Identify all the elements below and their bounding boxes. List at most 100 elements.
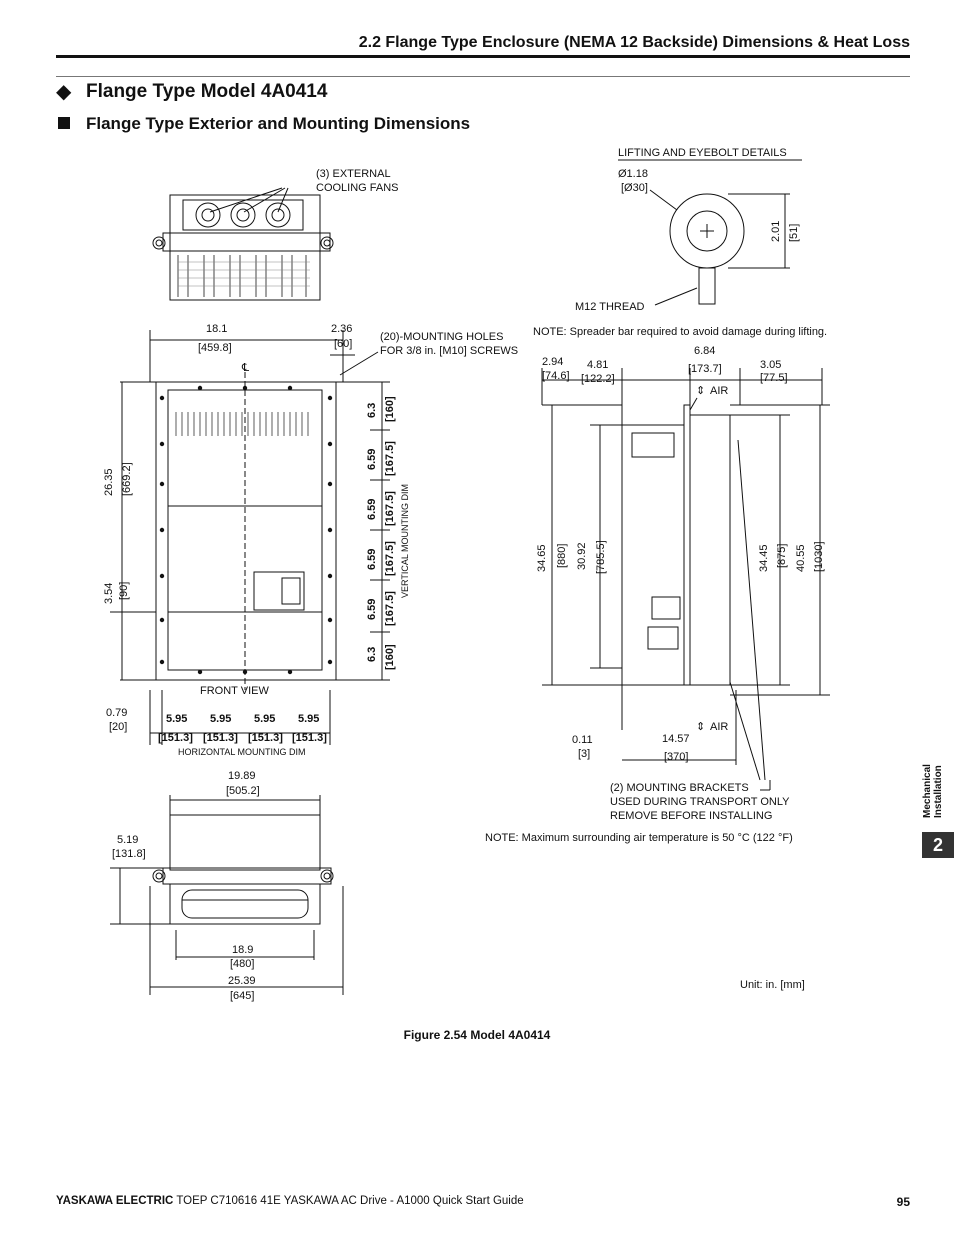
v-dim-1: 6.3 <box>366 402 378 418</box>
h-dim-1: 5.95 <box>166 713 188 725</box>
section-title: 2.2 Flange Type Enclosure (NEMA 12 Backs… <box>358 34 910 51</box>
side-view <box>541 368 830 791</box>
h-dim-2-mm: [151.3] <box>203 732 238 744</box>
m12-thread-label: M12 THREAD <box>575 301 645 313</box>
spreader-note: NOTE: Spreader bar required to avoid dam… <box>533 326 828 338</box>
dim-30-92-mm: [785.5] <box>595 540 607 574</box>
dim-19-89: 19.89 <box>228 770 256 782</box>
chapter-tab: 2 <box>922 832 954 858</box>
square-bullet-icon <box>58 117 70 129</box>
dim-3-54-mm: [90] <box>118 581 130 600</box>
eyebolt-height-mm: [51] <box>788 223 800 242</box>
dim-3-54: 3.54 <box>103 582 115 604</box>
air-label-top: AIR <box>710 385 729 397</box>
diamond-icon: ◆ <box>56 81 72 103</box>
dim-4-81-mm: [122.2] <box>581 373 615 385</box>
cooling-fans-label-2: COOLING FANS <box>316 182 399 194</box>
dim-40-55: 40.55 <box>795 544 807 572</box>
footer: YASKAWA ELECTRIC TOEP C710616 41E YASKAW… <box>56 1195 524 1207</box>
figure-caption: Figure 2.54 Model 4A0414 <box>403 1028 551 1042</box>
header-rule <box>56 55 910 58</box>
dim-18-9: 18.9 <box>232 944 254 956</box>
eyebolt-view <box>618 159 802 306</box>
v-dim-4-mm: [167.5] <box>384 541 396 576</box>
v-dim-5: 6.59 <box>366 598 378 620</box>
v-dim-1-mm: [160] <box>384 396 396 422</box>
bottom-view <box>110 795 344 995</box>
dim-18-1: 18.1 <box>206 323 228 335</box>
brackets-label-3: REMOVE BEFORE INSTALLING <box>610 810 773 822</box>
lifting-title: LIFTING AND EYEBOLT DETAILS <box>618 147 787 159</box>
dim-5-19: 5.19 <box>117 834 139 846</box>
dim-5-19-mm: [131.8] <box>112 848 146 860</box>
v-dim-3-mm: [167.5] <box>384 491 396 526</box>
front-view-label: FRONT VIEW <box>200 685 269 697</box>
cooling-fans-label-1: (3) EXTERNAL <box>316 168 391 180</box>
subtitle: Flange Type Exterior and Mounting Dimens… <box>86 114 471 133</box>
dim-26-35: 26.35 <box>103 468 115 496</box>
top-view <box>152 187 334 301</box>
dim-0-11-mm: [3] <box>578 748 591 760</box>
h-dim-1-mm: [151.3] <box>158 732 193 744</box>
v-dim-3: 6.59 <box>366 498 378 520</box>
chapter-side-label: Mechanical Installation <box>922 764 944 818</box>
eyebolt-diameter: Ø1.18 <box>618 168 648 180</box>
eyebolt-height: 2.01 <box>770 220 782 242</box>
header-rule-thin <box>56 76 910 77</box>
dim-3-05: 3.05 <box>760 359 782 371</box>
page-number: 95 <box>896 1195 910 1209</box>
front-view <box>110 330 390 745</box>
dim-34-45: 34.45 <box>758 544 770 572</box>
dim-14-57: 14.57 <box>662 733 690 745</box>
brackets-label-1: (2) MOUNTING BRACKETS <box>610 782 749 794</box>
temperature-note: NOTE: Maximum surrounding air temperatur… <box>485 832 793 844</box>
dim-14-57-mm: [370] <box>664 751 689 763</box>
dim-34-45-mm: [875] <box>776 543 788 568</box>
dim-40-55-mm: [1030] <box>813 541 825 572</box>
eyebolt-diameter-mm: [Ø30] <box>621 182 648 194</box>
dim-2-94: 2.94 <box>542 356 564 368</box>
dim-0-79: 0.79 <box>106 707 128 719</box>
centerline-mark: ℄ <box>242 362 250 374</box>
dim-2-36-mm: [60] <box>334 338 353 350</box>
air-bottom-icon: ⇕ <box>696 721 706 733</box>
dim-18-9-mm: [480] <box>230 958 255 970</box>
h-dim-2: 5.95 <box>210 713 232 725</box>
dim-25-39-mm: [645] <box>230 990 255 1002</box>
v-dim-4: 6.59 <box>366 548 378 570</box>
vertical-mounting-dim-label: VERTICAL MOUNTING DIM <box>400 483 410 598</box>
mounting-holes-label-2: FOR 3/8 in. [M10] SCREWS <box>380 345 519 357</box>
dim-26-35-mm: [669.2] <box>121 462 133 496</box>
dim-34-65-mm: [880] <box>556 543 568 568</box>
dim-3-05-mm: [77.5] <box>760 372 788 384</box>
h-dim-4: 5.95 <box>298 713 320 725</box>
dim-18-1-mm: [459.8] <box>198 342 232 354</box>
dim-25-39: 25.39 <box>228 975 256 987</box>
footer-brand: YASKAWA ELECTRIC <box>56 1195 174 1207</box>
brackets-label-2: USED DURING TRANSPORT ONLY <box>610 796 790 808</box>
h-dim-4-mm: [151.3] <box>292 732 327 744</box>
h-dim-3: 5.95 <box>254 713 276 725</box>
v-dim-2-mm: [167.5] <box>384 441 396 476</box>
horizontal-mounting-dim-label: HORIZONTAL MOUNTING DIM <box>178 747 306 757</box>
footer-doc: TOEP C710616 41E YASKAWA AC Drive - A100… <box>173 1195 524 1207</box>
dim-0-79-mm: [20] <box>109 721 128 733</box>
dim-6-84: 6.84 <box>694 345 716 357</box>
dim-2-36: 2.36 <box>331 323 353 335</box>
dim-2-94-mm: [74.6] <box>542 370 570 382</box>
dim-34-65: 34.65 <box>536 544 548 572</box>
v-dim-6: 6.3 <box>366 646 378 662</box>
unit-label: Unit: in. [mm] <box>740 979 805 991</box>
v-dim-5-mm: [167.5] <box>384 591 396 626</box>
mounting-holes-label-1: (20)-MOUNTING HOLES <box>380 331 504 343</box>
h-dim-3-mm: [151.3] <box>248 732 283 744</box>
dim-19-89-mm: [505.2] <box>226 785 260 797</box>
air-label-bottom: AIR <box>710 721 729 733</box>
model-title: Flange Type Model 4A0414 <box>86 81 328 102</box>
air-top-icon: ⇕ <box>696 385 706 397</box>
dim-6-84-mm: [173.7] <box>688 363 722 375</box>
v-dim-6-mm: [160] <box>384 644 396 670</box>
dim-4-81: 4.81 <box>587 359 609 371</box>
dim-30-92: 30.92 <box>576 542 588 570</box>
